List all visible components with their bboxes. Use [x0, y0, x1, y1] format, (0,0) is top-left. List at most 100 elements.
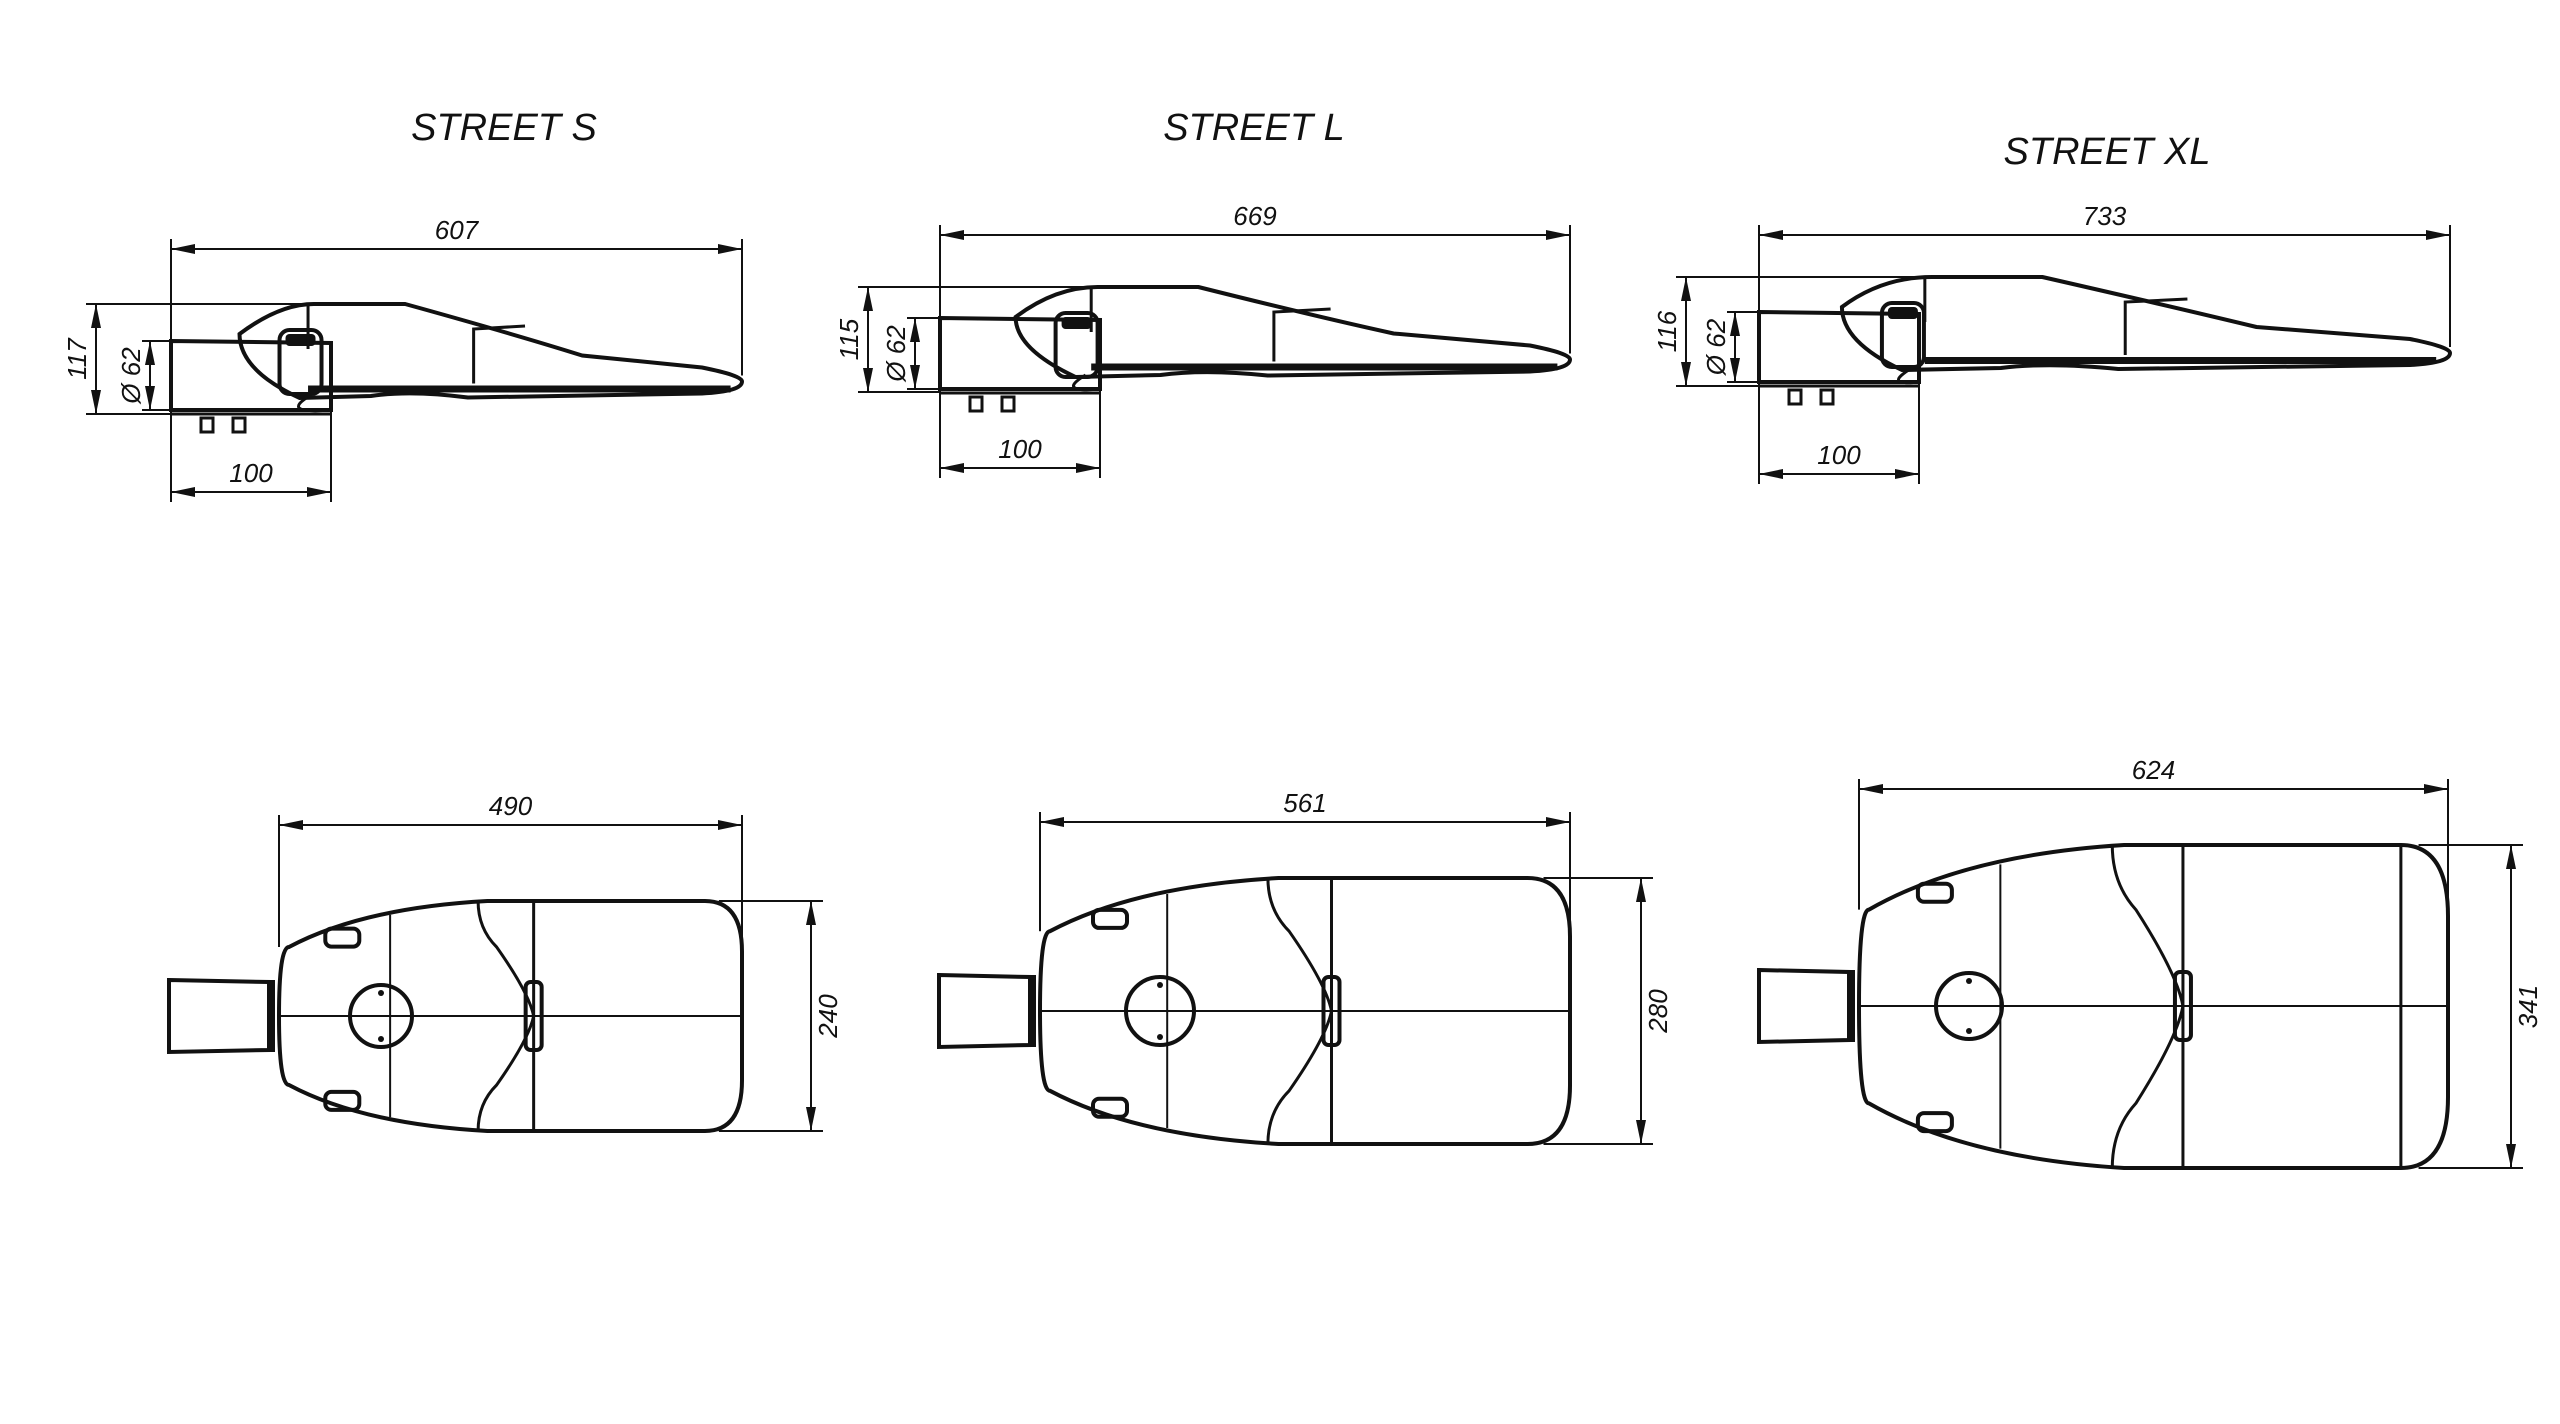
street-s-drawing: STREET S 607 100 117 Ø 62 490 240	[62, 107, 843, 1133]
dimension-arrow	[145, 341, 155, 365]
arm-curve	[1897, 366, 1920, 385]
mount-clip	[1819, 388, 1835, 406]
mount-length-dimension-value: 100	[229, 458, 273, 488]
mount-flange	[267, 980, 275, 1052]
cover-step	[1272, 307, 1331, 362]
handle-slot	[323, 1089, 362, 1112]
dimension-arrow	[718, 820, 742, 830]
dimension-arrow	[806, 901, 816, 925]
screw	[1966, 978, 1972, 984]
diameter-dimension-value: Ø 62	[116, 347, 146, 405]
side-length-dimension-value: 669	[1233, 201, 1276, 231]
screw	[1966, 1028, 1972, 1034]
screw	[1157, 982, 1163, 988]
handle-slot	[1091, 1096, 1129, 1119]
lens-strip	[308, 385, 731, 393]
side-length-dimension-value: 607	[435, 215, 480, 245]
mount-flange	[1847, 970, 1855, 1042]
title-street-s: STREET S	[411, 107, 597, 149]
lens-strip	[1924, 357, 2437, 364]
mount-clip	[199, 416, 215, 434]
dimension-arrow	[1040, 817, 1064, 827]
mounting-hole	[1934, 971, 2004, 1041]
dimension-arrow	[145, 386, 155, 410]
dimension-arrow	[940, 463, 964, 473]
handle	[277, 328, 324, 396]
handle	[1053, 311, 1100, 379]
cover-step	[472, 324, 526, 384]
diameter-dimension-value: Ø 62	[881, 325, 911, 383]
top-length-dimension-value: 490	[489, 791, 533, 821]
dimension-arrow	[910, 365, 920, 389]
dimension-arrow	[1730, 358, 1740, 382]
dimension-arrow	[1759, 469, 1783, 479]
mounting-hole	[348, 983, 414, 1049]
dimension-arrow	[171, 244, 195, 254]
top-length-dimension-value: 624	[2132, 755, 2175, 785]
diameter-dimension-value: Ø 62	[1701, 318, 1731, 376]
dimension-arrow	[863, 287, 873, 311]
dimension-arrow	[2506, 1144, 2516, 1168]
mount-bracket-top	[1757, 967, 1851, 1045]
mounting-hole	[1124, 975, 1196, 1047]
handle-grip	[1061, 317, 1092, 329]
dimension-arrow	[1636, 878, 1646, 902]
title-street-xl: STREET XL	[2004, 131, 2211, 173]
dimension-arrow	[2426, 230, 2450, 240]
dimension-arrow	[91, 304, 101, 328]
mount-bracket	[1757, 309, 1921, 384]
handle-grip	[285, 334, 316, 346]
side-length-dimension-value: 733	[2083, 201, 2127, 231]
handle-slot	[1915, 881, 1954, 904]
latch	[2172, 970, 2193, 1042]
dimension-arrow	[279, 820, 303, 830]
screw	[1157, 1034, 1163, 1040]
top-width-dimension-value: 280	[1643, 989, 1673, 1034]
top-width-dimension-value: 341	[2513, 985, 2543, 1028]
handle-slot	[1915, 1111, 1954, 1134]
dimension-arrow	[2424, 784, 2448, 794]
dimension-arrow	[1681, 362, 1691, 386]
mount-length-dimension-value: 100	[998, 434, 1042, 464]
top-width-dimension-value: 240	[813, 994, 843, 1039]
lamp-top-outline	[1037, 876, 1572, 1146]
dimension-arrow	[863, 368, 873, 392]
dimension-arrow	[91, 390, 101, 414]
dimension-arrow	[307, 487, 331, 497]
dimension-arrow	[1076, 463, 1100, 473]
mount-length-dimension-value: 100	[1817, 440, 1861, 470]
dimension-arrow	[1730, 312, 1740, 336]
latch	[523, 980, 544, 1052]
dimension-arrow	[171, 487, 195, 497]
arm-curve	[297, 394, 332, 413]
mount-bracket-top	[937, 972, 1032, 1050]
mount-clip	[1787, 388, 1803, 406]
dimension-arrow	[1546, 230, 1570, 240]
handle-slot	[323, 926, 362, 949]
dimension-arrow	[1859, 784, 1883, 794]
lamp-top-outline	[276, 899, 744, 1133]
lens-strip	[1091, 363, 1558, 371]
mount-flange	[1028, 975, 1036, 1047]
cover-step	[2123, 297, 2188, 355]
screw	[378, 990, 384, 996]
dimension-arrow	[1759, 230, 1783, 240]
handle	[1879, 301, 1926, 369]
lamp-side-outline	[1839, 275, 2453, 373]
mount-clip	[1000, 395, 1016, 413]
lamp-side-outline	[1013, 285, 1573, 380]
lamp-side-outline	[237, 302, 745, 401]
dimension-arrow	[2506, 845, 2516, 869]
dimension-arrow	[1636, 1120, 1646, 1144]
mount-bracket-top	[167, 977, 271, 1055]
mount-clip	[231, 416, 247, 434]
dimension-arrow	[910, 318, 920, 342]
latch	[1321, 975, 1342, 1047]
side-height-dimension-value: 115	[834, 318, 864, 360]
mount-clip	[968, 395, 984, 413]
side-height-dimension-value: 117	[62, 337, 92, 380]
side-height-dimension-value: 116	[1652, 310, 1682, 352]
dimension-arrow	[1546, 817, 1570, 827]
